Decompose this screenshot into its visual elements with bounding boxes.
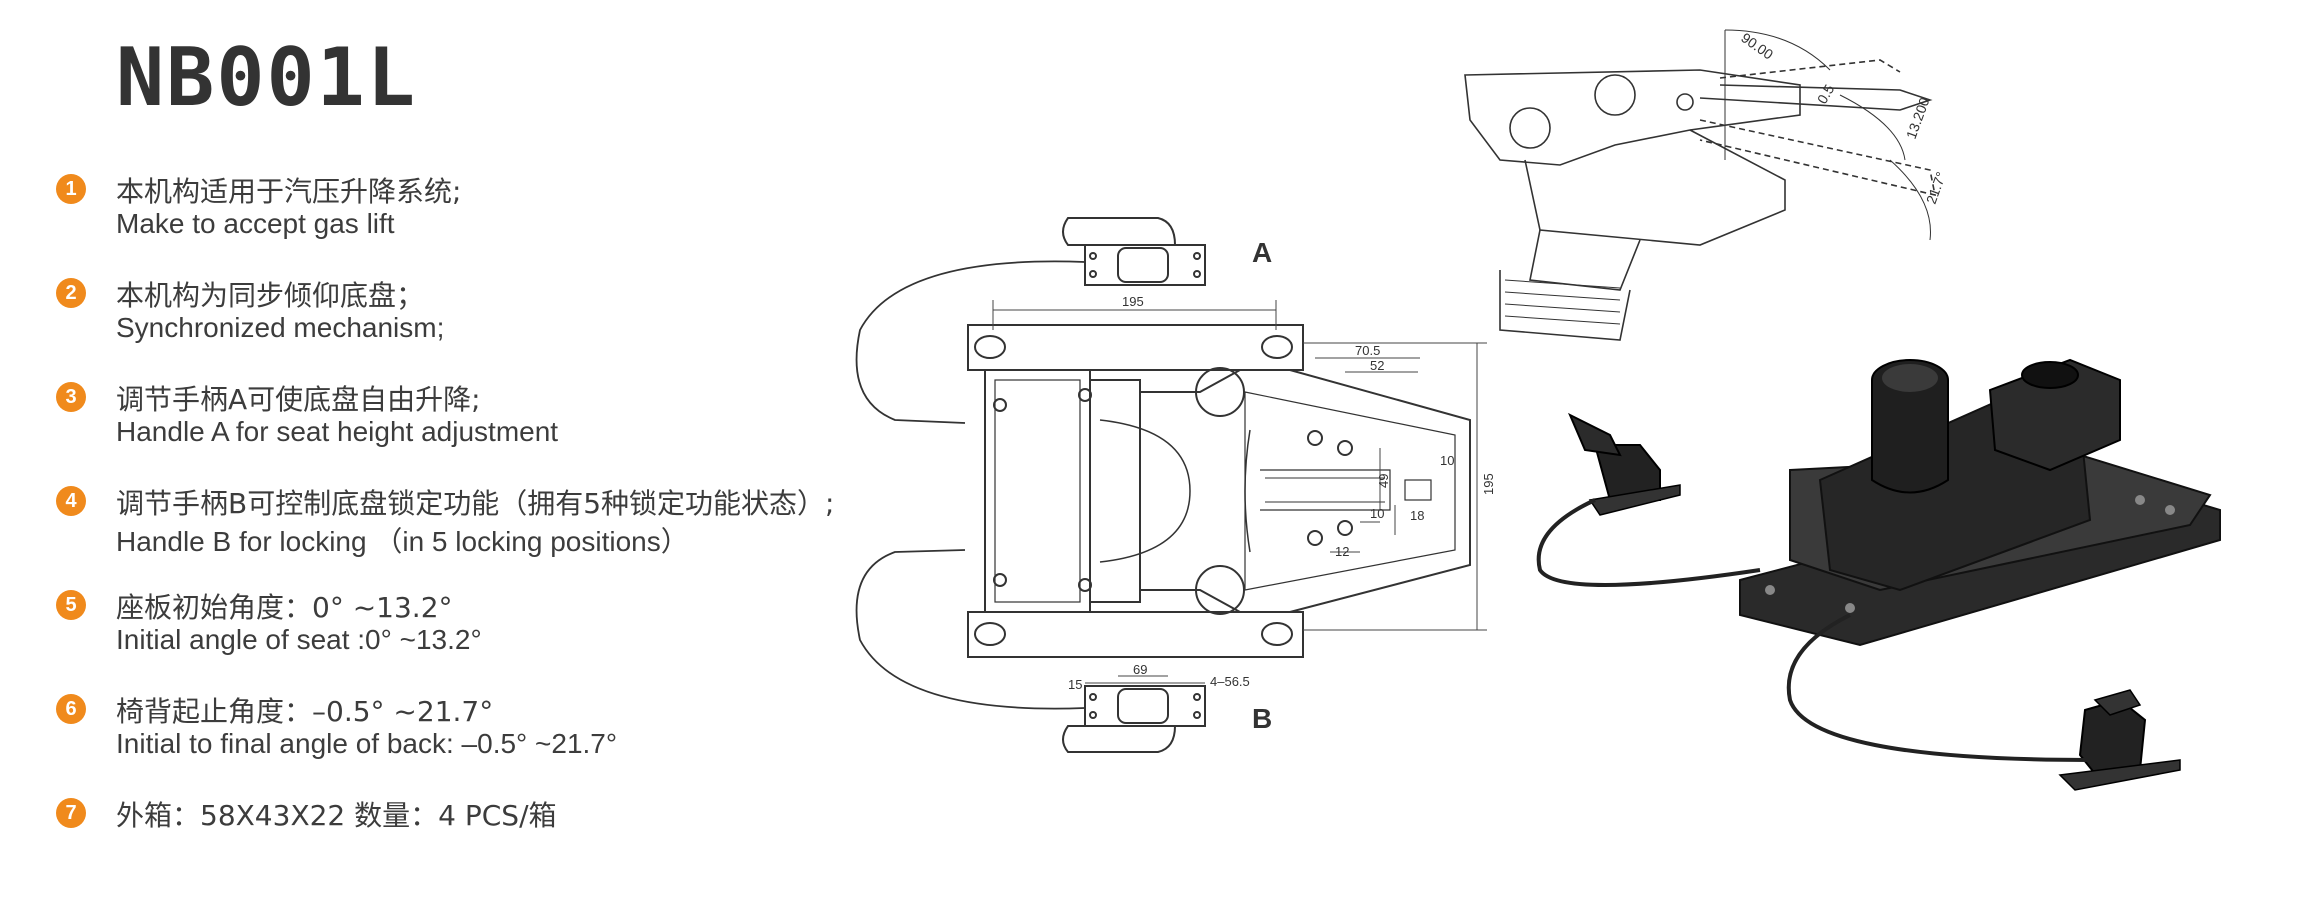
- feature-item: 1 本机构适用于汽压升降系统; Make to accept gas lift: [52, 170, 952, 274]
- product-photo: [1536, 358, 2221, 791]
- dim-label: 10: [1440, 453, 1454, 468]
- base-housing: [984, 369, 1091, 613]
- feature-text-zh: 调节手柄B可控制底盘锁定功能（拥有5种锁定功能状态）;: [116, 487, 835, 520]
- handle-a-label: A: [1252, 237, 1272, 268]
- handle-a-knob: [1117, 247, 1169, 283]
- mount-plate-bottom: [967, 611, 1304, 658]
- dim-label: 13.200: [1903, 95, 1933, 141]
- dim-label: 4–56.5: [1210, 674, 1250, 689]
- dim-label: 15: [1068, 677, 1082, 692]
- dimension-labels: 195 70.5 52 49 10 10 18 12 195 15 69 4–5…: [1068, 294, 1496, 692]
- feature-text-en: Initial angle of seat :0° ~13.2°: [116, 624, 482, 655]
- feature-number-badge: 6: [56, 694, 86, 724]
- seat-plate-frame: [1140, 369, 1471, 613]
- feature-number-badge: 3: [56, 382, 86, 412]
- feature-item: 5 座板初始角度：0° ~13.2° Initial angle of seat…: [52, 586, 952, 690]
- dim-label: 69: [1133, 662, 1147, 677]
- dim-label: 90.00: [1738, 29, 1776, 62]
- feature-number-badge: 4: [56, 486, 86, 516]
- feature-item: 2 本机构为同步倾仰底盘； Synchronized mechanism;: [52, 274, 952, 378]
- cable-a: [855, 260, 1086, 424]
- feature-number-badge: 1: [56, 174, 86, 204]
- feature-text-zh: 本机构为同步倾仰底盘；: [116, 279, 425, 312]
- feature-item: 7 外箱：58X43X22 数量：4 PCS/箱: [52, 794, 952, 898]
- feature-text-en: Initial to final angle of back: –0.5° ~2…: [116, 728, 618, 759]
- feature-text-en: Handle A for seat height adjustment: [116, 416, 559, 447]
- feature-list: 1 本机构适用于汽压升降系统; Make to accept gas lift …: [52, 170, 952, 898]
- handle-a-lever: [1062, 217, 1177, 246]
- model-title: NB001L: [116, 31, 417, 124]
- feature-text-zh: 椅背起止角度：–0.5° ~21.7°: [116, 695, 494, 728]
- dim-label: 70.5: [1355, 343, 1380, 358]
- dim-label: 49: [1376, 474, 1391, 488]
- mount-plate-top: [967, 324, 1304, 371]
- dimension-lines: [992, 300, 1487, 684]
- feature-text-zh: 本机构适用于汽压升降系统;: [116, 175, 462, 208]
- handle-b-knob: [1117, 688, 1169, 724]
- dim-label: 0.5: [1814, 81, 1838, 106]
- feature-text-zh: 座板初始角度：0° ~13.2°: [116, 591, 453, 624]
- dim-label: 21.7°: [1923, 170, 1949, 206]
- feature-item: 6 椅背起止角度：–0.5° ~21.7° Initial to final a…: [52, 690, 952, 794]
- handle-a-bracket: [1084, 244, 1206, 286]
- side-view-dimension-labels: 90.00 0.5 13.200 21.7°: [1738, 29, 1949, 206]
- dim-label: 195: [1481, 473, 1496, 495]
- feature-item: 3 调节手柄A可使底盘自由升降; Handle A for seat heigh…: [52, 378, 952, 482]
- feature-item: 4 调节手柄B可控制底盘锁定功能（拥有5种锁定功能状态）; Handle B f…: [52, 482, 952, 586]
- dim-label: 12: [1335, 544, 1349, 559]
- feature-text-en: Handle B for locking （in 5 locking posit…: [116, 526, 689, 557]
- handle-b-bracket: [1084, 685, 1206, 727]
- handle-b-lever: [1062, 725, 1177, 753]
- handle-b-label: B: [1252, 703, 1272, 734]
- feature-text-zh: 外箱：58X43X22 数量：4 PCS/箱: [116, 799, 557, 832]
- cable-b: [855, 549, 1086, 710]
- side-view-drawing: [1464, 29, 1937, 341]
- top-view-drawing: [855, 217, 1471, 753]
- feature-number-badge: 2: [56, 278, 86, 308]
- dim-label: 10: [1370, 506, 1384, 521]
- feature-number-badge: 5: [56, 590, 86, 620]
- dim-label: 18: [1410, 508, 1424, 523]
- feature-number-badge: 7: [56, 798, 86, 828]
- feature-text-en: Make to accept gas lift: [116, 208, 395, 239]
- feature-text-zh: 调节手柄A可使底盘自由升降;: [116, 383, 481, 416]
- feature-text-en: Synchronized mechanism;: [116, 312, 445, 343]
- dim-label: 52: [1370, 358, 1384, 373]
- dim-label: 195: [1122, 294, 1144, 309]
